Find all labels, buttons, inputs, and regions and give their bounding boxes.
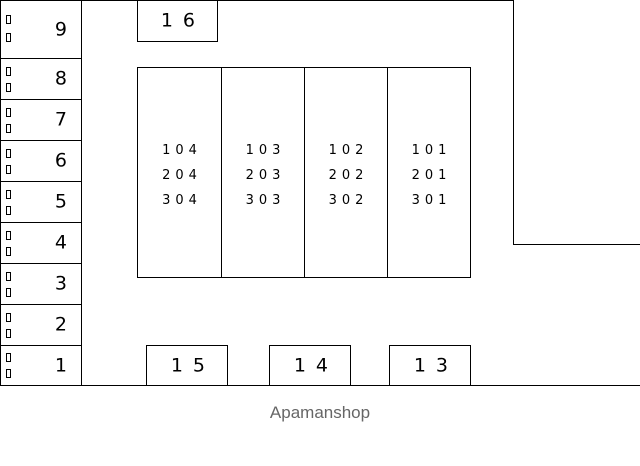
room-number: 201 xyxy=(411,168,452,183)
parking-stall-4: 4 xyxy=(0,222,82,264)
parking-stall-2: 2 xyxy=(0,304,82,346)
room-number: 202 xyxy=(328,168,369,183)
parking-space-13: 13 xyxy=(389,345,471,386)
room-number: 302 xyxy=(328,193,369,208)
stall-marker-icon xyxy=(6,247,11,256)
right-boundary-upper xyxy=(513,0,514,245)
parking-space-14: 14 xyxy=(269,345,351,386)
top-boundary xyxy=(80,0,514,1)
space-number: 15 xyxy=(170,354,215,376)
stall-marker-icon xyxy=(6,165,11,174)
stall-marker-icon xyxy=(6,15,11,24)
unit-column-101: 101 201 301 xyxy=(387,67,471,278)
space-number: 14 xyxy=(293,354,338,376)
parking-space-15: 15 xyxy=(146,345,228,386)
parking-stall-8: 8 xyxy=(0,58,82,100)
stall-number: 7 xyxy=(54,108,67,131)
room-number: 203 xyxy=(245,168,286,183)
unit-column-102: 102 202 302 xyxy=(304,67,388,278)
stall-marker-icon xyxy=(6,108,11,117)
parking-stall-3: 3 xyxy=(0,263,82,305)
right-boundary-step xyxy=(513,244,640,245)
stall-marker-icon xyxy=(6,83,11,92)
stall-number: 1 xyxy=(54,354,67,376)
parking-stall-6: 6 xyxy=(0,140,82,182)
stall-number: 3 xyxy=(54,272,67,295)
stall-number: 5 xyxy=(54,190,67,213)
stall-number: 9 xyxy=(54,18,67,40)
room-number: 103 xyxy=(245,143,286,158)
room-number: 303 xyxy=(245,193,286,208)
stall-number: 2 xyxy=(54,313,67,336)
stall-marker-icon xyxy=(6,190,11,199)
parking-stall-7: 7 xyxy=(0,99,82,141)
room-number: 304 xyxy=(162,193,202,208)
parking-stall-9: 9 xyxy=(0,0,82,59)
unit-column-104: 104 204 304 xyxy=(137,67,222,278)
room-number: 101 xyxy=(411,143,452,158)
stall-number: 8 xyxy=(54,67,67,90)
stall-marker-icon xyxy=(6,353,11,362)
unit-column-103: 103 203 303 xyxy=(221,67,305,278)
parking-stall-5: 5 xyxy=(0,181,82,223)
room-number: 102 xyxy=(328,143,369,158)
stall-marker-icon xyxy=(6,231,11,240)
room-number: 301 xyxy=(411,193,452,208)
stall-marker-icon xyxy=(6,313,11,322)
room-number: 204 xyxy=(162,168,202,183)
stall-number: 6 xyxy=(54,149,67,172)
parking-space-16: 16 xyxy=(137,0,218,42)
stall-marker-icon xyxy=(6,272,11,281)
stall-marker-icon xyxy=(6,369,11,378)
stall-number: 4 xyxy=(54,231,67,254)
stall-marker-icon xyxy=(6,149,11,158)
parking-stall-1: 1 xyxy=(0,345,82,386)
stall-marker-icon xyxy=(6,288,11,297)
watermark-text: Apamanshop xyxy=(269,403,371,422)
stall-marker-icon xyxy=(6,329,11,338)
space-number: 13 xyxy=(413,354,458,376)
room-number: 104 xyxy=(162,143,202,158)
stall-marker-icon xyxy=(6,124,11,133)
stall-marker-icon xyxy=(6,206,11,215)
stall-marker-icon xyxy=(6,33,11,42)
space-number: 16 xyxy=(160,9,205,32)
stall-marker-icon xyxy=(6,67,11,76)
